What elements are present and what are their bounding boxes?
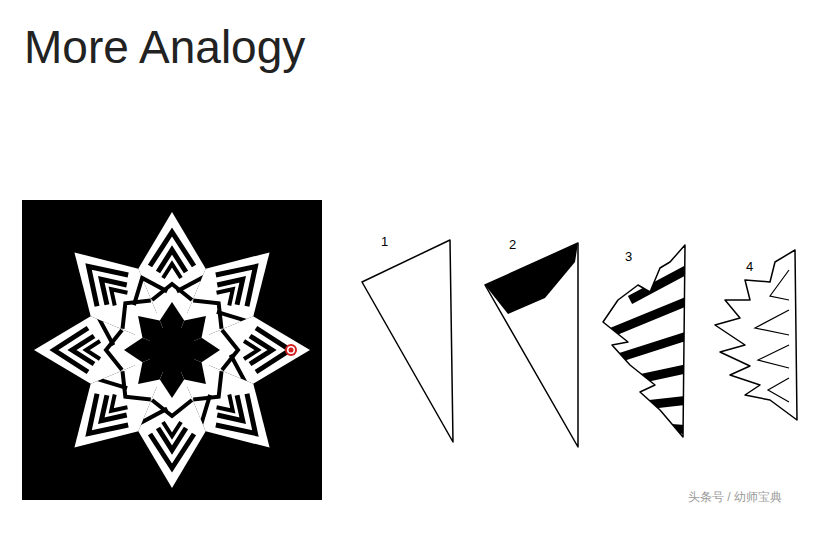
step-number: 2 [509,237,516,252]
black-panel [22,200,322,500]
step-number: 1 [381,234,388,249]
paper-triangle [362,240,453,442]
watermark: 头条号 / 幼师宝典 [688,489,782,506]
paper-cutout [715,250,797,420]
step-number: 3 [625,249,632,264]
snowflake [34,212,310,488]
paper-triangle-striped [603,245,690,437]
step-number: 4 [746,259,753,274]
paper-triangle-marked [485,243,578,447]
slide-title: More Analogy [24,20,305,74]
pointer-dot [285,344,297,356]
